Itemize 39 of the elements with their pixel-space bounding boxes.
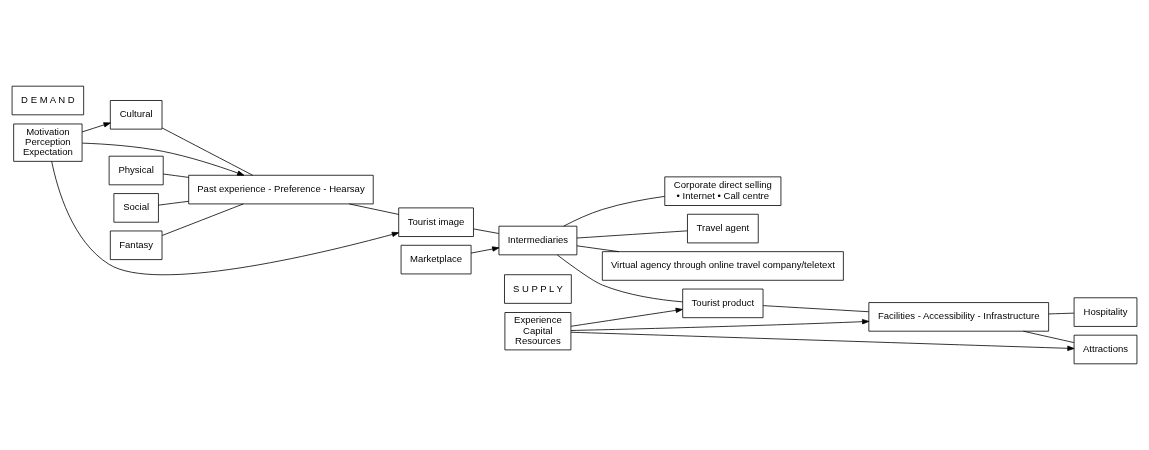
connector — [161, 203, 244, 236]
arrow — [51, 161, 400, 276]
arrow — [570, 307, 683, 327]
connector — [563, 196, 666, 227]
connector — [158, 200, 189, 206]
node-box: Physical — [108, 155, 164, 186]
connector — [161, 127, 254, 176]
connector — [576, 245, 620, 253]
node-box: Hospitality — [1073, 297, 1138, 327]
node-box: Virtual agency through online travel company/teletext — [601, 251, 844, 281]
connector — [473, 228, 500, 234]
node-box: Attractions — [1073, 334, 1138, 365]
node-box: Marketplace — [400, 244, 472, 275]
connector — [1048, 312, 1075, 315]
node-box: Facilities - Accessibility - Infrastructure — [868, 302, 1050, 332]
node-box: Cultural — [109, 100, 163, 130]
node-box: Social — [113, 193, 159, 223]
arrow — [570, 331, 1075, 351]
connector — [348, 203, 400, 215]
arrow — [470, 246, 500, 254]
connector — [1023, 330, 1075, 343]
node-box: Experience Capital Resources — [504, 312, 572, 351]
node-box: Tourist image — [398, 207, 474, 237]
connector — [162, 173, 189, 178]
connector — [576, 230, 688, 239]
arrow — [570, 319, 870, 331]
node-box: Past experience - Preference - Hearsay — [188, 174, 374, 205]
connector — [762, 305, 869, 313]
node-box: Fantasy — [109, 230, 163, 260]
node-box: S U P P L Y — [504, 274, 572, 304]
node-box: Motivation Perception Expectation — [13, 123, 83, 162]
node-box: Intermediaries — [498, 225, 578, 256]
arrow — [81, 122, 111, 133]
node-box: Travel agent — [687, 213, 759, 244]
node-box: D E M A N D — [11, 85, 85, 116]
connector — [556, 254, 683, 303]
node-box: Tourist product — [682, 288, 764, 319]
node-box: Corporate direct selling • Internet • Call centre — [664, 176, 782, 206]
arrow — [81, 142, 245, 176]
